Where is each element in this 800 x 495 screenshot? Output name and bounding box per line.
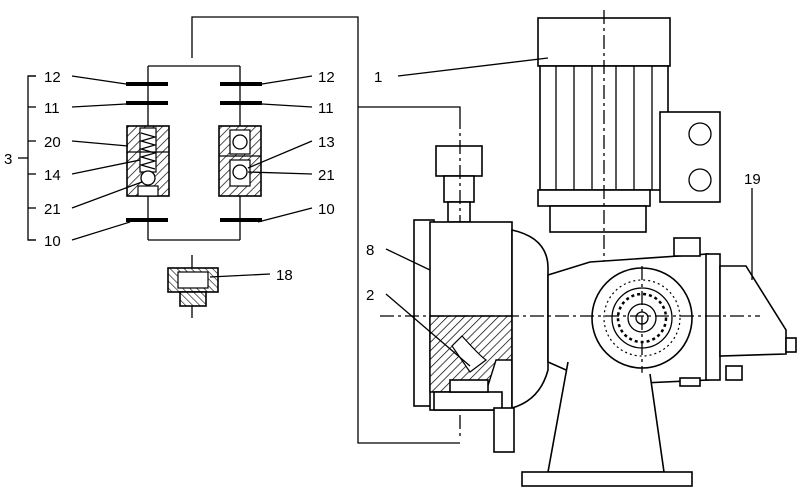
label-11-right: 11 [318,100,334,117]
label-14: 14 [44,167,61,184]
label-13: 13 [318,134,335,151]
label-1: 1 [374,69,382,86]
label-20: 20 [44,134,61,151]
fitting-18 [167,255,219,318]
label-10-left: 10 [44,233,61,250]
leader-lines [18,57,753,367]
labels: 3 12 11 20 14 21 10 12 11 13 21 10 18 1 … [4,69,761,304]
connection-frame [191,16,461,444]
ball-valve-right [218,125,262,197]
label-12-left: 12 [44,69,61,86]
label-19: 19 [744,171,761,188]
label-18: 18 [276,267,293,284]
label-2: 2 [366,287,374,304]
label-11-left: 11 [44,100,60,117]
label-21-right: 21 [318,167,335,184]
label-3: 3 [4,151,12,168]
label-12-right: 12 [318,69,335,86]
label-8: 8 [366,242,374,259]
pump-body [380,115,797,487]
label-10-right: 10 [318,201,335,218]
label-21-left: 21 [44,201,61,218]
motor [537,10,721,270]
valve-exploded-parts [126,65,262,318]
